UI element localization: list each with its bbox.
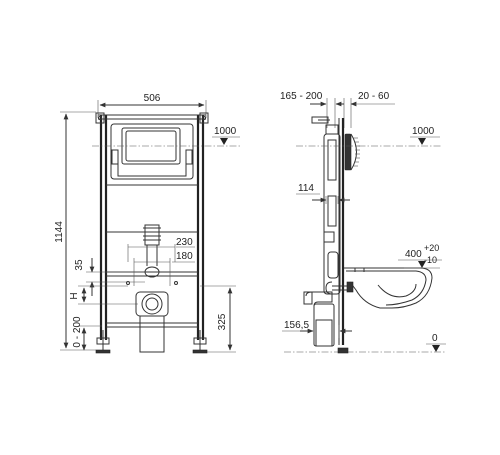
- dim-156-5-label: 156,5: [284, 320, 309, 331]
- frame: [95, 112, 209, 340]
- dim-20-60-label: 20 - 60: [358, 91, 390, 102]
- dim-230-label: 230: [176, 237, 193, 248]
- floor-line: 0: [284, 333, 446, 354]
- outlet-flange: [135, 291, 169, 353]
- drain-pipe: [143, 224, 161, 278]
- dim-325: 325: [200, 285, 236, 353]
- dim-20-60: 20 - 60: [336, 91, 395, 128]
- dim-114: 114: [296, 183, 350, 204]
- side-view: 165 - 200 20 - 60: [280, 91, 446, 354]
- dim-35-label: 35: [74, 259, 85, 271]
- flush-plate-side: [344, 133, 360, 171]
- dim-114-label: 114: [298, 183, 314, 194]
- frame-feet: [95, 330, 208, 354]
- dim-h: H: [69, 285, 138, 305]
- dim-165-200-label: 165 - 200: [280, 91, 323, 102]
- outlet-elbow: [303, 281, 354, 347]
- dim-0-200-label: 0 - 200: [72, 316, 83, 348]
- front-view: 1144 506: [54, 93, 240, 354]
- dim-h-label: H: [69, 292, 80, 299]
- front-level-label: 1000: [214, 126, 237, 137]
- floor-label: 0: [432, 333, 438, 344]
- height-dimension: 1144: [54, 111, 96, 351]
- dim-0-200: 0 - 200: [72, 316, 102, 351]
- side-frame: [311, 116, 345, 345]
- dim-400: 400 +20 -10: [398, 243, 442, 269]
- height-label: 1144: [54, 221, 65, 243]
- dim-400-tol-plus: +20: [424, 243, 439, 253]
- dim-156-5: 156,5: [282, 320, 352, 338]
- dim-400-label: 400: [405, 249, 422, 260]
- width-dimension: 506: [97, 93, 207, 118]
- side-level-line: 1000: [296, 126, 442, 147]
- dim-35: 35: [74, 258, 145, 296]
- width-label: 506: [144, 93, 161, 104]
- dim-230-180: 230 180: [126, 237, 195, 286]
- toilet-bowl: [344, 267, 433, 309]
- dim-180-label: 180: [176, 251, 193, 262]
- cistern: [110, 123, 194, 180]
- dim-325-label: 325: [217, 313, 228, 330]
- front-level-line: 1000: [92, 126, 240, 147]
- side-level-label: 1000: [412, 126, 435, 137]
